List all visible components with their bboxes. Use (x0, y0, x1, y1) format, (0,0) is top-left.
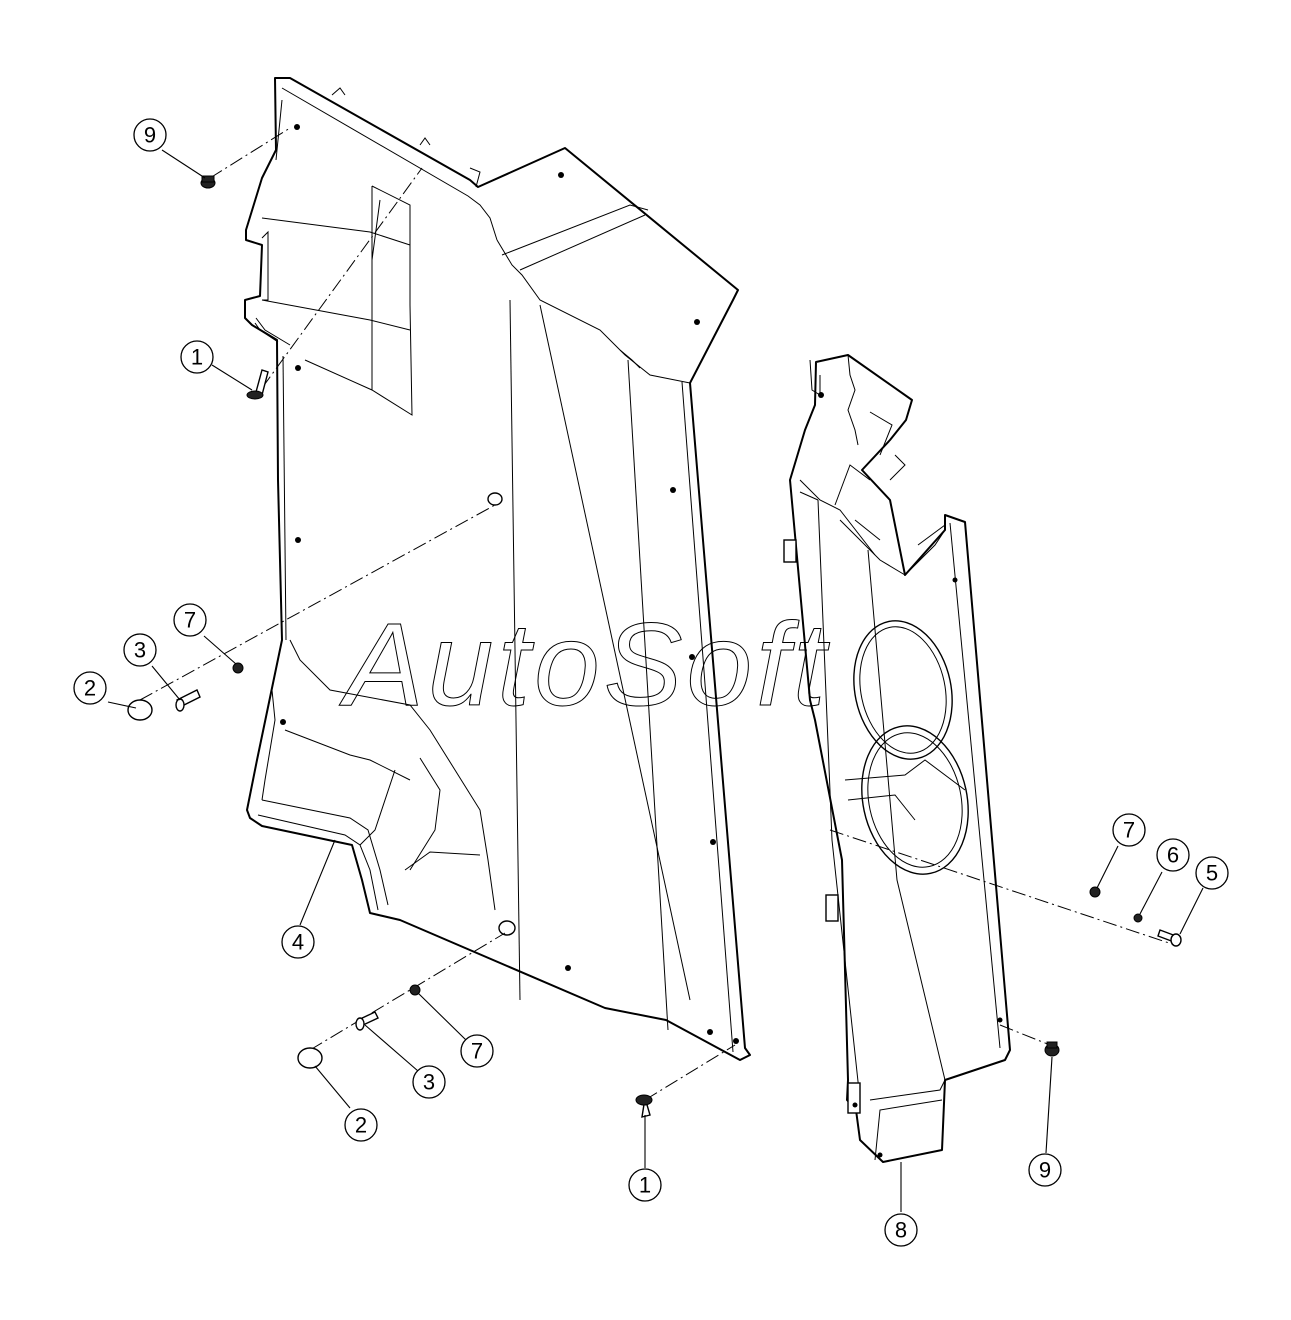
side-trim-panel (244, 77, 751, 1061)
svg-text:4: 4 (292, 930, 304, 955)
svg-text:7: 7 (184, 608, 196, 633)
callout-2-left: 2 (73, 671, 107, 705)
svg-text:3: 3 (134, 638, 146, 663)
callout-7-lower: 7 (460, 1034, 494, 1068)
callout-7-right: 7 (1112, 813, 1146, 847)
callout-9-lower: 9 (1028, 1153, 1062, 1187)
svg-text:1: 1 (639, 1173, 651, 1198)
screw-9-lower (1044, 1041, 1060, 1057)
svg-text:7: 7 (1123, 818, 1135, 843)
pin-1-lower (635, 1094, 653, 1118)
bolt-5 (1157, 929, 1182, 947)
air-duct-panel (783, 354, 1011, 1163)
svg-text:9: 9 (1039, 1158, 1051, 1183)
svg-text:8: 8 (895, 1218, 907, 1243)
assembly-lines (139, 127, 1176, 1101)
screw-3-left (175, 689, 201, 712)
callout-1-lower: 1 (628, 1168, 662, 1202)
svg-text:5: 5 (1206, 861, 1218, 886)
svg-text:2: 2 (355, 1113, 367, 1138)
callouts: 9 1 7 3 2 4 7 3 (73, 118, 1229, 1247)
svg-text:2: 2 (84, 676, 96, 701)
callout-5: 5 (1195, 856, 1229, 890)
callout-7-left: 7 (173, 603, 207, 637)
svg-text:3: 3 (423, 1070, 435, 1095)
svg-text:7: 7 (471, 1039, 483, 1064)
screw-3-lower (355, 1011, 379, 1031)
callout-4: 4 (281, 925, 315, 959)
callout-9-upper: 9 (133, 118, 167, 152)
svg-text:9: 9 (144, 123, 156, 148)
svg-text:1: 1 (191, 345, 203, 370)
callout-3-left: 3 (123, 633, 157, 667)
callout-2-lower: 2 (344, 1108, 378, 1142)
fasteners (127, 175, 1182, 1118)
callout-1-upper: 1 (180, 340, 214, 374)
callout-3-lower: 3 (412, 1065, 446, 1099)
leader-lines (107, 149, 1204, 1212)
svg-text:6: 6 (1167, 843, 1179, 868)
callout-8: 8 (884, 1213, 918, 1247)
callout-6: 6 (1156, 838, 1190, 872)
screw-9-upper (200, 175, 216, 189)
watermark-text: AutoSoft (339, 599, 830, 731)
pin-1-upper (246, 369, 269, 400)
